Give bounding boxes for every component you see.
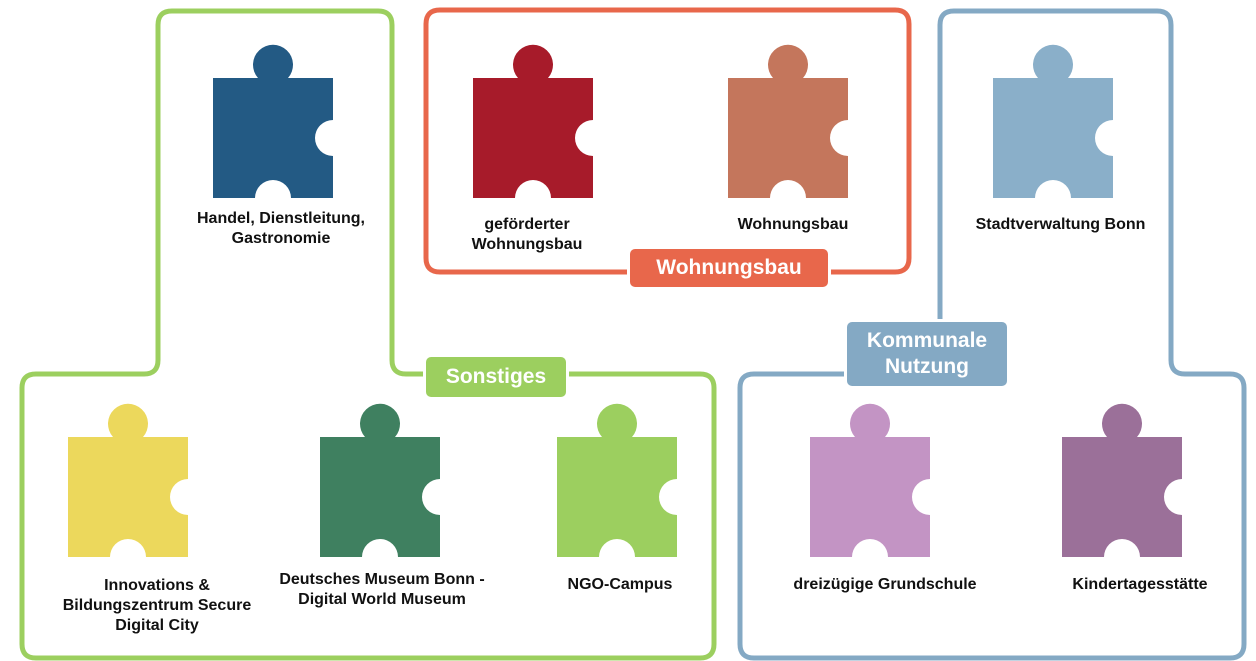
ngo-puzzle-icon <box>557 403 677 557</box>
innovations-puzzle-icon <box>68 403 188 557</box>
museum-puzzle-icon <box>320 403 440 557</box>
gefoerderter-puzzle-icon <box>473 44 593 198</box>
sonstiges-tag: Sonstiges <box>423 354 569 400</box>
handel-label: Handel, Dienstleitung, Gastronomie <box>196 210 365 247</box>
kita-puzzle-icon <box>1062 403 1182 557</box>
stadtverwaltung-puzzle-icon <box>993 44 1113 198</box>
kommunal-tag: Kommunale Nutzung <box>844 319 1010 389</box>
stadtverwaltung-label: Stadtverwaltung Bonn <box>975 216 1146 233</box>
grundschule-label: dreizügige Grundschule <box>793 576 977 593</box>
ngo-label: NGO-Campus <box>567 576 673 593</box>
wohnungsbau-label: Wohnungsbau <box>737 216 849 233</box>
museum-label: Deutsches Museum Bonn - Digital World Mu… <box>279 571 485 608</box>
grundschule-puzzle-icon <box>810 403 930 557</box>
innovations-label: Innovations & Bildungszentrum Secure Dig… <box>62 577 252 634</box>
wohnungsbau-frame <box>423 7 912 275</box>
gefoerderter-label: geförderter Wohnungsbau <box>471 216 583 253</box>
wohnungsbau-tag: Wohnungsbau <box>627 246 831 290</box>
sonstiges-frame <box>19 8 717 661</box>
wohnungsbau-puzzle-icon <box>728 44 848 198</box>
kita-label: Kindertagesstätte <box>1072 576 1208 593</box>
handel-puzzle-icon <box>213 44 333 198</box>
